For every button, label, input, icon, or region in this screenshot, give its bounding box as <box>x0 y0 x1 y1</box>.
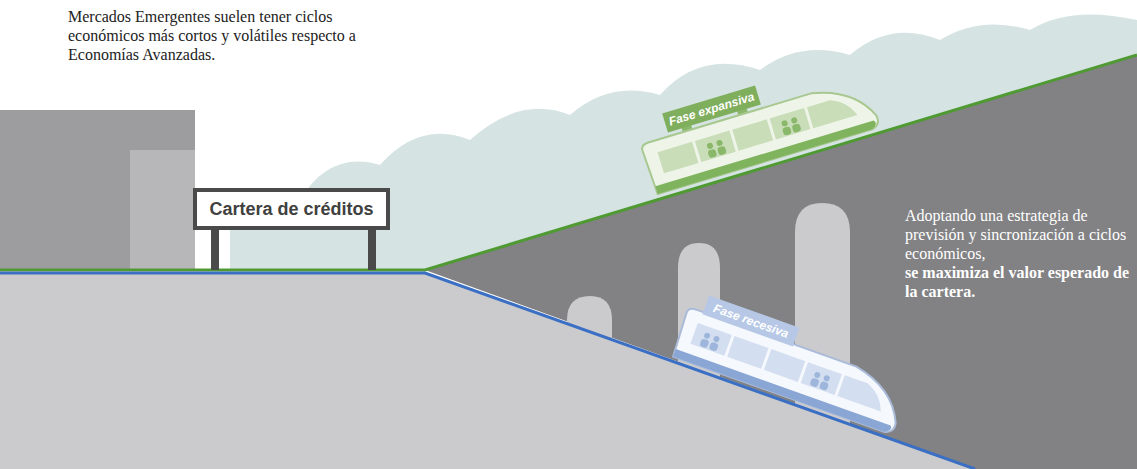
sign-post <box>368 228 376 270</box>
conclusion-emphasis: se maximiza el valor esperado de la cart… <box>905 263 1135 301</box>
node-text: Cartera de créditos <box>209 199 373 220</box>
conclusion-note: Adoptando una estrategia de previsión y … <box>905 206 1135 301</box>
station-building-wall <box>130 150 195 270</box>
expansion-track <box>0 55 1137 270</box>
intro-note: Mercados Emergentes suelen tener ciclos … <box>68 7 368 64</box>
station-building <box>0 110 195 270</box>
sign-board: Cartera de créditos <box>193 188 390 230</box>
conclusion-text: Adoptando una estrategia de previsión y … <box>905 206 1135 263</box>
ground <box>0 273 975 469</box>
recession-track <box>0 273 975 469</box>
expansion-train <box>639 71 880 194</box>
sign-post <box>211 228 219 270</box>
